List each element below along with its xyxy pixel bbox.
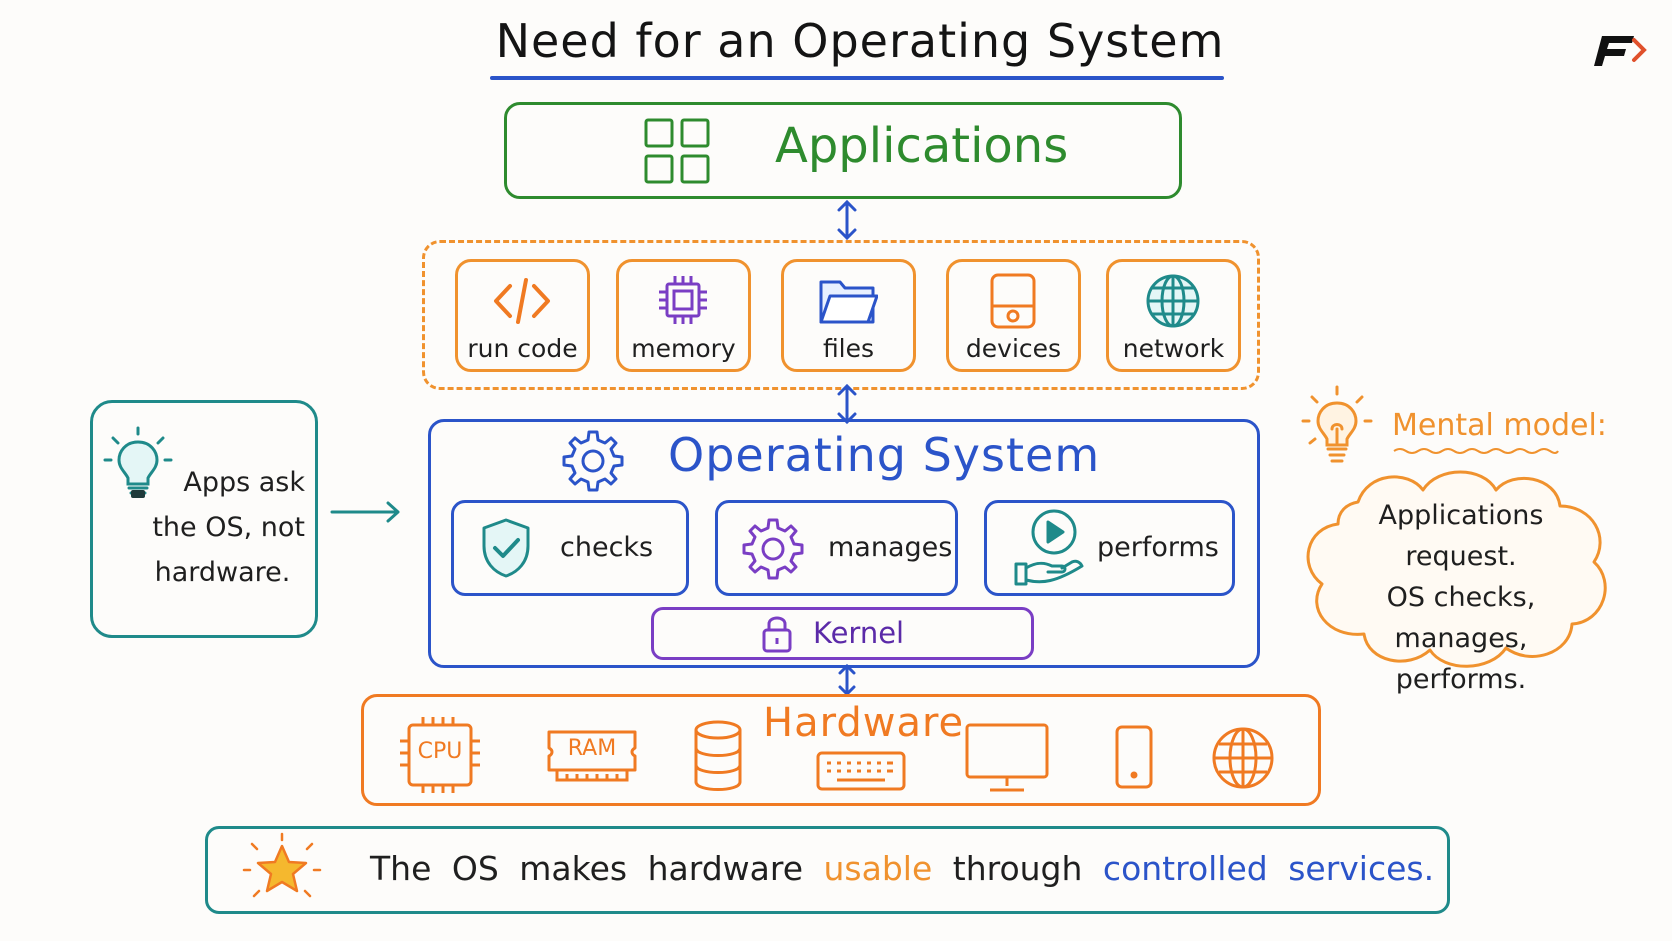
os-function-label: checks (560, 532, 654, 563)
mental-model-line: OS checks, (1386, 582, 1536, 613)
page-title: Need for an Operating System (495, 14, 1225, 68)
mental-model-line: Applications request. (1378, 500, 1544, 572)
service-network (1106, 259, 1241, 372)
device-icon (990, 273, 1036, 329)
takeaway-highlight-services: controlled services. (1102, 849, 1435, 888)
kernel-label: Kernel (813, 616, 905, 650)
tip-text: Apps ask the OS, not hardware. (140, 460, 305, 595)
service-label: devices (965, 334, 1062, 363)
globe-icon (1212, 727, 1274, 789)
cpu-icon: CPU (397, 715, 483, 795)
mental-model-label: Mental model: (1392, 408, 1607, 443)
service-run-code (455, 259, 590, 372)
takeaway-text: The OS makes hardware usable through con… (370, 849, 1434, 888)
tip-line: Apps ask (183, 467, 305, 498)
monitor-icon (965, 723, 1049, 792)
service-label: memory (631, 334, 736, 363)
service-devices (946, 259, 1081, 372)
keyboard-icon (816, 751, 906, 791)
lightbulb-icon (1301, 385, 1373, 463)
service-label: network (1122, 334, 1225, 363)
operating-system-label: Operating System (668, 428, 1101, 482)
hardware-box (361, 694, 1321, 806)
os-function-manages (715, 500, 958, 596)
apps-grid-icon (644, 118, 710, 184)
code-icon (494, 278, 550, 324)
applications-label: Applications (775, 118, 1069, 174)
mental-model-text: Applications request. OS checks, manages… (1330, 495, 1592, 700)
tip-line: the OS, not (152, 512, 305, 543)
shield-check-icon (482, 518, 530, 578)
ram-icon: RAM (543, 728, 641, 788)
service-files (781, 259, 916, 372)
tip-line: hardware. (154, 557, 291, 588)
folder-icon (819, 280, 878, 324)
operating-system-box (428, 419, 1260, 668)
chip-icon (659, 276, 707, 324)
star-icon (242, 832, 322, 898)
os-function-label: performs (1097, 532, 1219, 563)
squiggle-underline (1393, 448, 1559, 454)
globe-icon (1146, 274, 1200, 328)
kernel-box (651, 607, 1034, 660)
os-function-label: manages (828, 532, 953, 563)
hand-play-icon (1014, 509, 1084, 586)
lock-icon (762, 616, 792, 653)
hardware-label: Hardware (763, 700, 965, 746)
services-group (422, 240, 1260, 390)
takeaway-box (205, 826, 1450, 914)
arrow-right-icon (330, 501, 400, 523)
os-function-performs (984, 500, 1235, 596)
title-underline (490, 76, 1224, 80)
takeaway-highlight-usable: usable (823, 849, 933, 888)
applications-box (504, 102, 1182, 199)
takeaway-part: The OS makes hardware (370, 849, 803, 888)
brand-logo (1594, 36, 1647, 66)
lightbulb-icon (103, 426, 173, 498)
phone-icon (1115, 725, 1153, 789)
service-memory (616, 259, 751, 372)
takeaway-part: through (952, 849, 1083, 888)
gear-icon (742, 518, 804, 580)
double-arrow-icon (838, 663, 856, 697)
os-function-checks (451, 500, 689, 596)
tip-box (90, 400, 318, 638)
database-icon (694, 720, 742, 791)
cpu-label: CPU (417, 739, 463, 764)
thought-cloud (1306, 470, 1607, 668)
mental-model-line: manages, performs. (1394, 623, 1528, 695)
double-arrow-icon (837, 199, 857, 241)
double-arrow-icon (837, 383, 857, 425)
gear-icon (562, 430, 624, 492)
service-label: run code (467, 334, 578, 363)
ram-label: RAM (567, 736, 617, 761)
service-label: files (822, 334, 875, 363)
